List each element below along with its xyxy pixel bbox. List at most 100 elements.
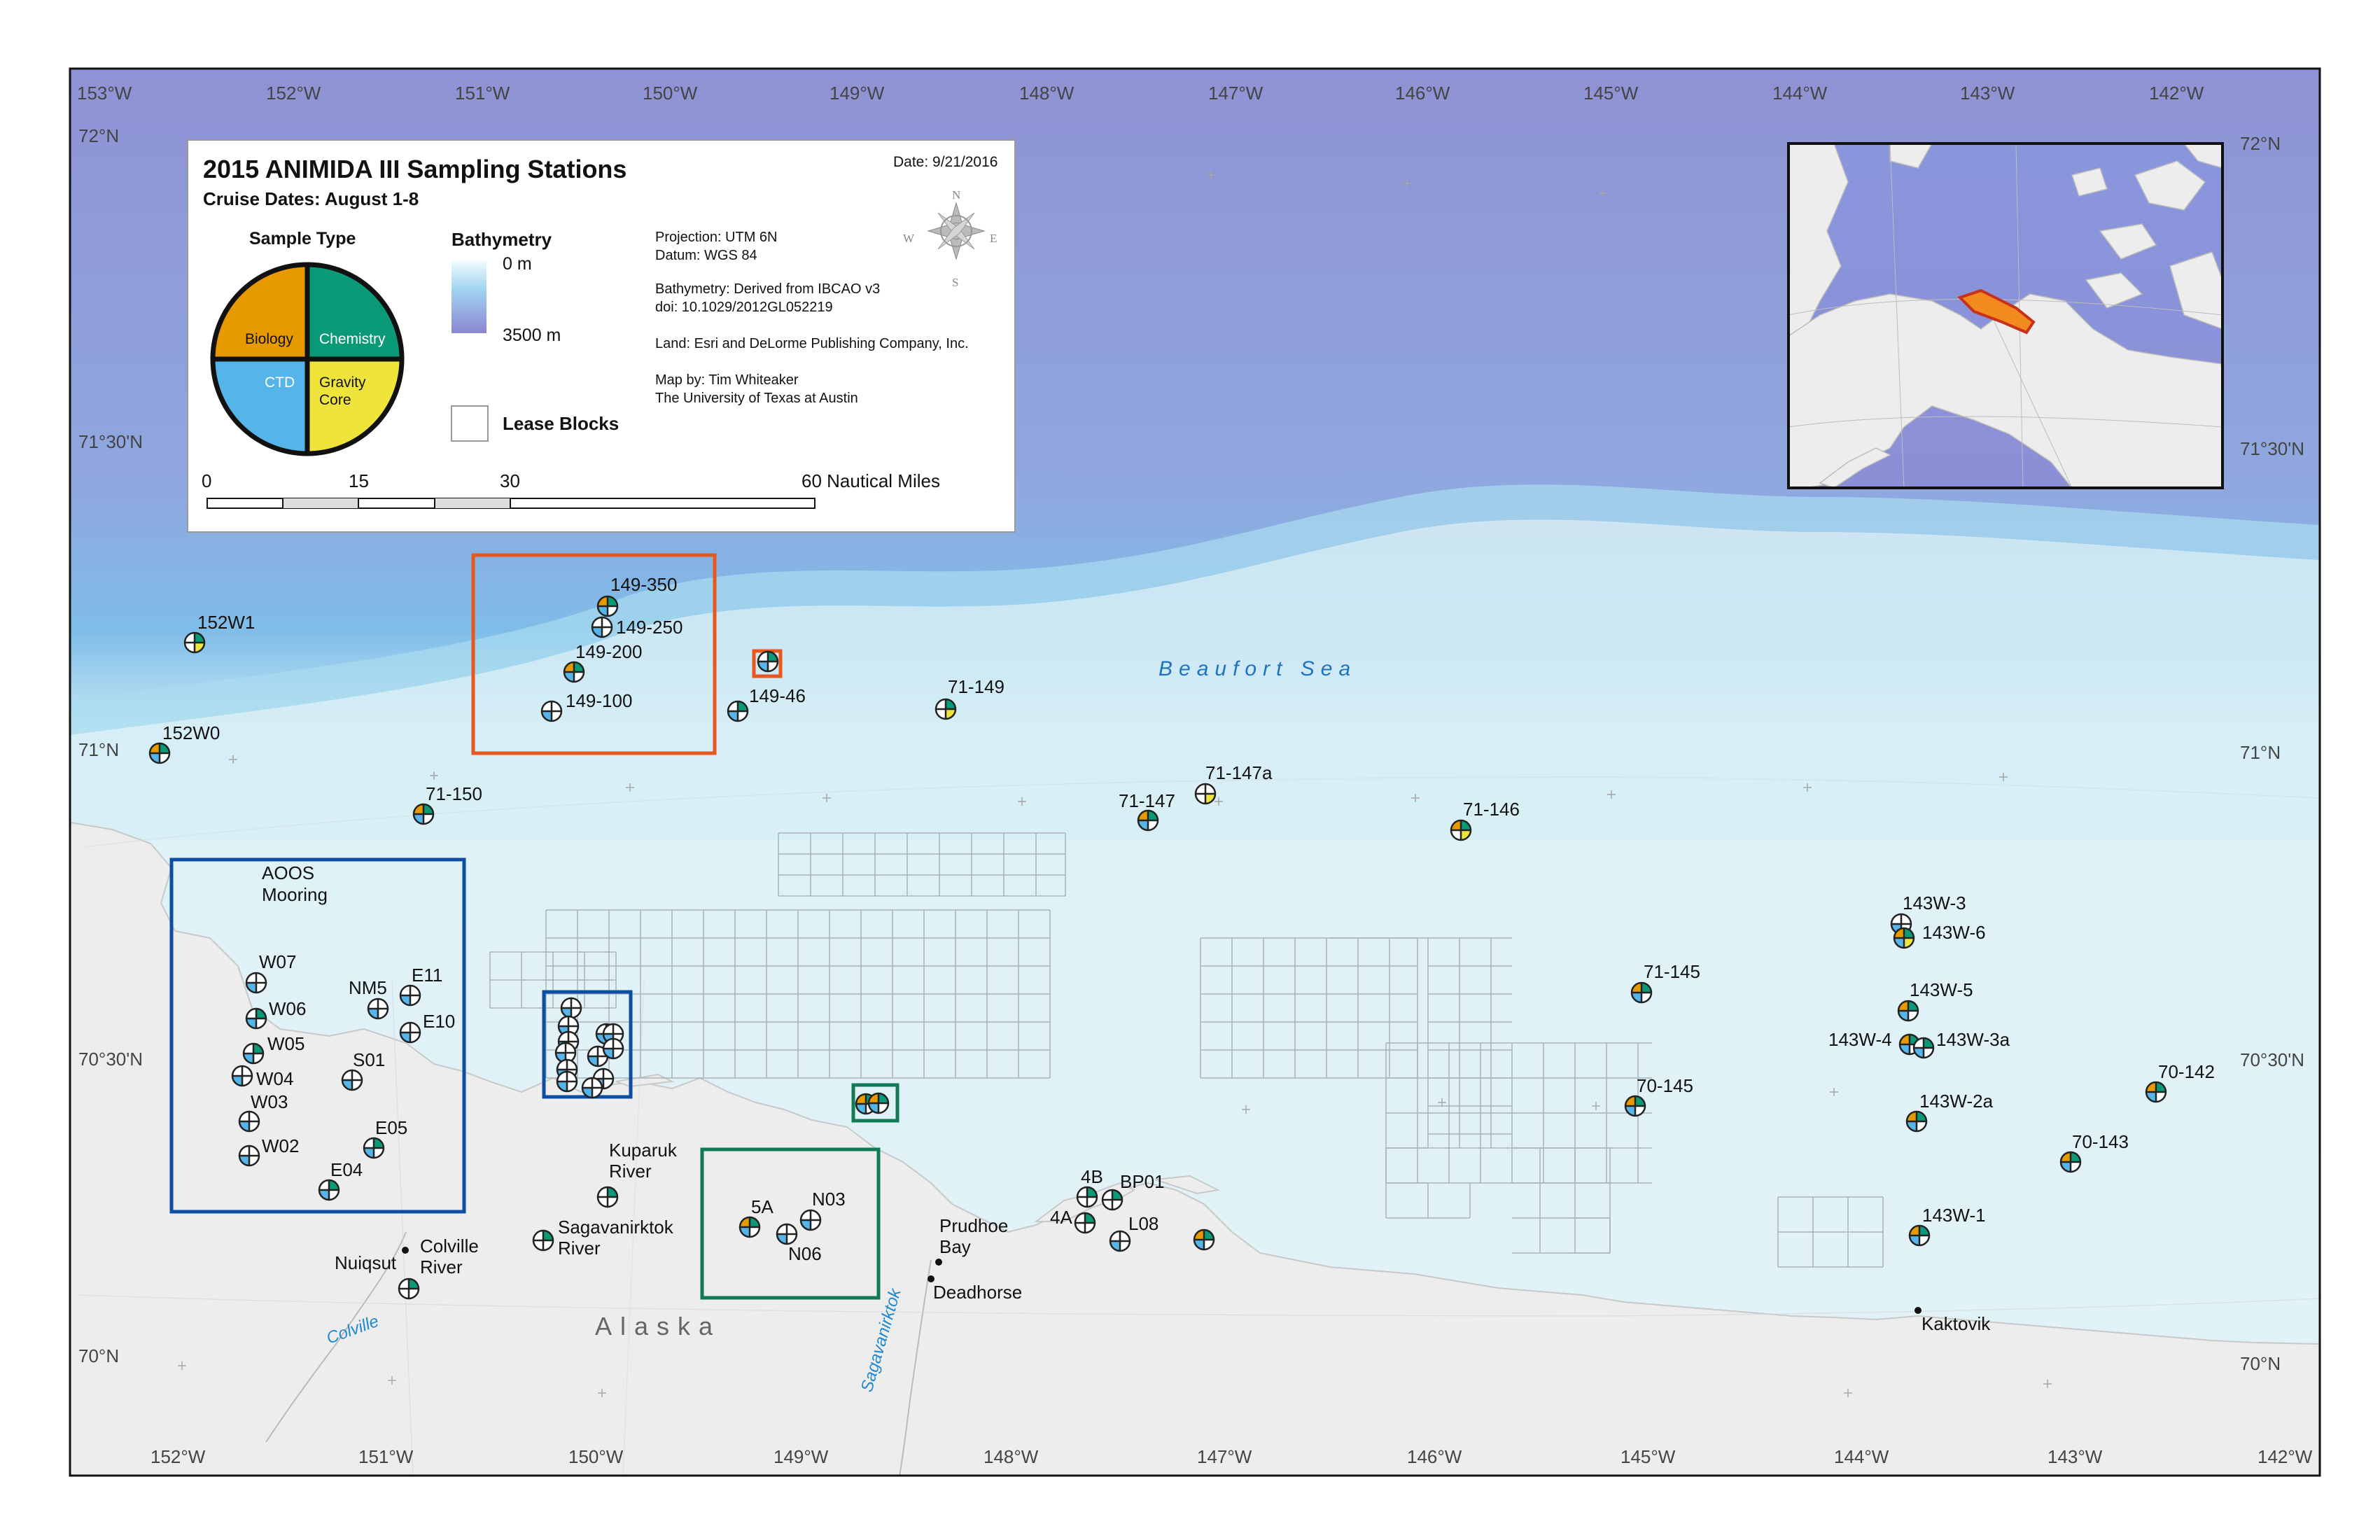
station-cluster-10-symbol[interactable] xyxy=(581,1077,603,1099)
bottom-tick-label: 146°W xyxy=(1407,1446,1462,1467)
station-label-149-100: 149-100 xyxy=(566,690,632,711)
station-n06-symbol[interactable] xyxy=(776,1223,798,1245)
station-e04-symbol[interactable] xyxy=(318,1179,340,1201)
sag-label-1: Sagavanirktok xyxy=(558,1217,674,1238)
station-4b-symbol[interactable] xyxy=(1076,1186,1098,1208)
station-143w-4-symbol[interactable] xyxy=(1898,1033,1921,1056)
svg-text:N: N xyxy=(952,188,960,202)
colville-river-line xyxy=(265,1231,407,1443)
station-70-145-symbol[interactable] xyxy=(1624,1095,1646,1117)
station-71-147a-symbol[interactable] xyxy=(1194,783,1217,805)
station-cluster-14-symbol[interactable] xyxy=(757,650,779,673)
station-w07-symbol[interactable] xyxy=(245,972,267,994)
station-w03-symbol[interactable] xyxy=(238,1110,260,1133)
station-cluster-15-symbol[interactable] xyxy=(1193,1228,1215,1251)
station-label-e10: E10 xyxy=(423,1011,455,1032)
station-70-142-symbol[interactable] xyxy=(2145,1081,2167,1103)
station-70-143-symbol[interactable] xyxy=(2059,1151,2082,1173)
station-label-4a: 4A xyxy=(1050,1207,1072,1228)
study-box-blue-large xyxy=(169,858,466,1214)
left-axis-labels: 72°N71°30'N71°N70°30'N70°N xyxy=(78,125,143,1366)
prudhoe-label-2: Bay xyxy=(939,1236,971,1257)
station-149-200-symbol[interactable] xyxy=(563,661,585,683)
station-149-46-symbol[interactable] xyxy=(727,700,749,722)
author-text: Map by: Tim Whiteaker xyxy=(655,372,799,388)
station-71-150-symbol[interactable] xyxy=(412,803,435,825)
station-label-149-200: 149-200 xyxy=(575,641,642,662)
station-kuparuk-river-symbol[interactable] xyxy=(596,1186,619,1208)
bottom-tick-label: 145°W xyxy=(1620,1446,1676,1467)
station-143w-3a-symbol[interactable] xyxy=(1912,1037,1935,1059)
bottom-tick-label: 151°W xyxy=(358,1446,414,1467)
station-143w-2a-symbol[interactable] xyxy=(1905,1110,1928,1133)
station-label-70-143: 70-143 xyxy=(2072,1131,2129,1152)
top-tick-label: 152°W xyxy=(266,83,321,104)
aoos-label-1: AOOS xyxy=(262,862,314,883)
bathymetry-ramp xyxy=(451,260,486,333)
study-box-orange xyxy=(471,553,717,755)
bathymetry-title: Bathymetry xyxy=(451,229,552,250)
station-nm5-symbol[interactable] xyxy=(367,997,389,1020)
station-cluster-11-symbol[interactable] xyxy=(556,1070,578,1093)
station-bp01-symbol[interactable] xyxy=(1101,1189,1124,1211)
kaktovik-label: Kaktovik xyxy=(1921,1313,1991,1334)
station-w04-symbol[interactable] xyxy=(231,1065,253,1087)
station-143w-1-symbol[interactable] xyxy=(1908,1224,1931,1247)
station-label-143w-1: 143W-1 xyxy=(1922,1205,1986,1226)
station-71-146-symbol[interactable] xyxy=(1450,819,1472,841)
sea-label: Beaufort Sea xyxy=(1158,657,1357,680)
station-label-143w-4: 143W-4 xyxy=(1828,1029,1892,1050)
station-152w0-symbol[interactable] xyxy=(148,742,171,764)
station-w06-symbol[interactable] xyxy=(245,1007,267,1030)
station-w02-symbol[interactable] xyxy=(238,1144,260,1167)
station-cluster-7-symbol[interactable] xyxy=(602,1023,624,1045)
station-label-e05: E05 xyxy=(375,1117,407,1138)
station-149-100-symbol[interactable] xyxy=(540,700,563,722)
station-label-l08: L08 xyxy=(1128,1213,1158,1234)
station-label-nm5: NM5 xyxy=(349,977,387,998)
station-71-149-symbol[interactable] xyxy=(934,698,957,720)
station-sagavanirktok-river-symbol[interactable] xyxy=(532,1229,554,1252)
station-label-152w1: 152W1 xyxy=(197,612,255,633)
top-tick-label: 143°W xyxy=(1960,83,2015,104)
station-5a-symbol[interactable] xyxy=(738,1216,761,1238)
station-cluster-8-symbol[interactable] xyxy=(602,1037,624,1060)
station-n03-symbol[interactable] xyxy=(799,1209,822,1231)
top-tick-label: 151°W xyxy=(455,83,510,104)
station-71-147-symbol[interactable] xyxy=(1137,809,1159,832)
station-149-350-symbol[interactable] xyxy=(596,595,619,617)
bathy-source-text: Bathymetry: Derived from IBCAO v3 xyxy=(655,281,880,297)
station-143w-6-symbol[interactable] xyxy=(1893,927,1915,949)
kaktovik-dot xyxy=(1914,1307,1921,1314)
station-colville-river-symbol[interactable] xyxy=(398,1278,420,1300)
station-cluster-0-symbol[interactable] xyxy=(560,997,582,1019)
station-143w-5-symbol[interactable] xyxy=(1897,1000,1919,1022)
station-e05-symbol[interactable] xyxy=(363,1137,385,1159)
station-152w1-symbol[interactable] xyxy=(183,631,206,654)
top-tick-label: 148°W xyxy=(1019,83,1074,104)
station-e10-symbol[interactable] xyxy=(399,1021,421,1044)
lease-blocks-swatch xyxy=(451,405,489,442)
station-e11-symbol[interactable] xyxy=(399,984,421,1007)
station-71-145-symbol[interactable] xyxy=(1630,981,1653,1004)
compass-rose-icon: N E S W xyxy=(903,188,997,289)
map-border xyxy=(69,67,2321,1477)
station-cluster-13-symbol[interactable] xyxy=(867,1092,890,1114)
station-label-w07: W07 xyxy=(259,951,296,972)
station-4a-symbol[interactable] xyxy=(1074,1212,1096,1234)
station-label-143w-2a: 143W-2a xyxy=(1919,1091,1994,1112)
institution-text: The University of Texas at Austin xyxy=(655,391,858,406)
station-l08-symbol[interactable] xyxy=(1109,1230,1131,1252)
station-s01-symbol[interactable] xyxy=(341,1069,363,1091)
right-tick-label: 70°N xyxy=(2240,1353,2281,1374)
top-tick-label: 149°W xyxy=(830,83,885,104)
bottom-tick-label: 149°W xyxy=(774,1446,829,1467)
sample-type-title: Sample Type xyxy=(249,229,356,248)
graticule-crosses xyxy=(178,171,2052,1397)
station-label-w05: W05 xyxy=(267,1033,304,1054)
station-w05-symbol[interactable] xyxy=(242,1042,265,1065)
station-149-250-symbol[interactable] xyxy=(591,616,613,638)
bottom-tick-label: 150°W xyxy=(568,1446,624,1467)
right-axis-labels: 72°N71°30'N71°N70°30'N70°N xyxy=(2240,133,2304,1374)
